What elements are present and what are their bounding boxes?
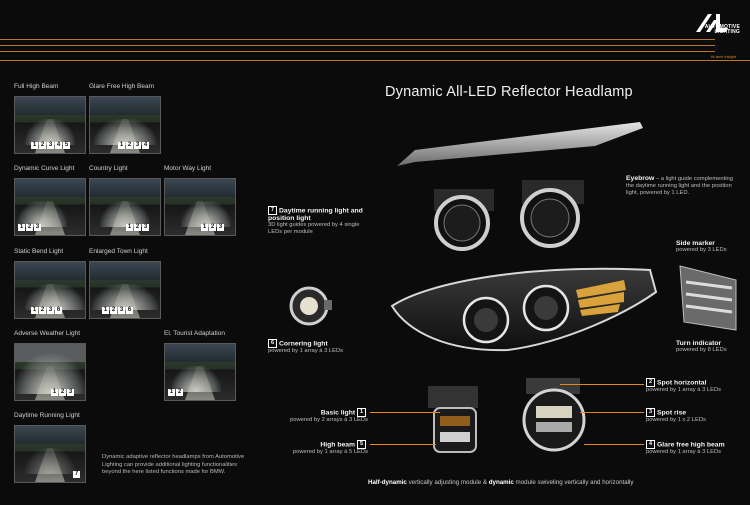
automotive-lighting-logo (696, 14, 728, 32)
headlamp-image (390, 267, 658, 352)
header-rule-4 (0, 60, 750, 61)
side-marker-callout: Side marker powered by 3 LEDs (676, 240, 746, 254)
brand-line-2: LIGHTING (714, 29, 740, 35)
spot-horizontal-number: 2 (646, 378, 655, 387)
turn-indicator-title: Turn indicator (676, 340, 722, 347)
half-dynamic-module-image (428, 386, 478, 453)
spot-rise-title: Spot rise (657, 409, 687, 417)
glare-free-number: 4 (646, 440, 655, 449)
header-rule-1 (0, 39, 715, 40)
cornering-number: 6 (268, 339, 277, 348)
function-numbers: 7 (73, 471, 80, 478)
eyebrow-text: – a light guide complementing the daytim… (626, 176, 733, 197)
function-label: Motor Way Light (164, 165, 212, 172)
high-beam-callout: High beam 5 powered by 1 array à 5 LEDs (264, 440, 368, 456)
basic-light-title: Basic light (320, 409, 356, 417)
glare-free-leader (584, 444, 644, 445)
function-label: Country Light (89, 165, 128, 172)
eyebrow-callout: Eyebrow – a light guide complementing th… (626, 175, 736, 198)
side-marker-image (679, 265, 737, 331)
drl-ring-module-image (520, 180, 584, 248)
function-label: Dynamic Curve Light (14, 165, 75, 172)
function-label: Static Bend Light (14, 248, 64, 255)
footnote: Dynamic adaptive reflector headlamps fro… (102, 454, 245, 475)
caption-bold-1: Half-dynamic (368, 479, 407, 486)
cornering-text: powered by 1 array à 3 LEDs (268, 348, 344, 354)
high-beam-leader (370, 444, 436, 445)
drl-text: 3D light guides powered by 4 single LEDs… (268, 222, 360, 236)
caption-text-2: module swiveling vertically and horizont… (513, 479, 634, 486)
function-label: Glare Free High Beam (89, 83, 155, 90)
spot-horizontal-leader (560, 384, 644, 385)
cornering-light-module-image (289, 286, 332, 326)
spot-horizontal-title: Spot horizontal (657, 379, 707, 387)
brand-tagline: Hi-tech insight (710, 54, 736, 59)
glare-free-text: powered by 1 array à 3 LEDs (646, 449, 722, 455)
drl-number: 7 (268, 206, 277, 215)
basic-light-text: powered by 2 arrays à 3 LEDs (290, 417, 368, 423)
eyebrow-light-guide-image (397, 122, 643, 166)
basic-light-callout: Basic light 1 powered by 2 arrays à 3 LE… (264, 408, 368, 424)
drl-ring-module-image (434, 189, 494, 251)
header-rule-3 (0, 51, 715, 52)
function-thumbnail: 7 (14, 425, 86, 483)
function-label: El. Tourist Adaptation (164, 330, 225, 337)
high-beam-number: 5 (357, 440, 366, 449)
dynamic-module-image (522, 378, 586, 452)
spot-rise-number: 3 (646, 408, 655, 417)
high-beam-title: High beam (320, 441, 356, 449)
function-label: Daytime Running Light (14, 412, 80, 419)
page-title: Dynamic All-LED Reflector Headlamp (385, 84, 633, 100)
side-marker-title: Side marker (676, 240, 715, 247)
spot-rise-text: powered by 1 x 2 LEDs (646, 417, 706, 423)
function-label: Full High Beam (14, 83, 59, 90)
turn-indicator-text: powered by 8 LEDs (676, 347, 727, 353)
turn-indicator-callout: Turn indicator powered by 8 LEDs (676, 340, 746, 354)
cornering-title: Cornering light (279, 340, 328, 348)
high-beam-text: powered by 1 array à 5 LEDs (292, 449, 368, 455)
drl-title: Daytime running light and position light (268, 207, 363, 222)
brand-line-1: AUTOMOTIVE (704, 24, 740, 30)
bottom-caption: Half-dynamic vertically adjusting module… (368, 479, 634, 486)
header-rule-2 (0, 45, 715, 46)
spot-horizontal-text: powered by 1 array à 3 LEDs (646, 387, 722, 393)
function-label: Enlarged Town Light (89, 248, 148, 255)
spot-rise-leader (580, 412, 644, 413)
eyebrow-title: Eyebrow (626, 175, 655, 182)
side-marker-text: powered by 3 LEDs (676, 247, 727, 253)
caption-bold-2: dynamic (488, 479, 514, 486)
caption-text-1: vertically adjusting module & (406, 479, 489, 486)
basic-light-number: 1 (357, 408, 366, 417)
function-label: Adverse Weather Light (14, 330, 80, 337)
brand-name: AUTOMOTIVE LIGHTING (705, 25, 740, 35)
basic-light-leader (370, 412, 440, 413)
glare-free-title: Glare free high beam (657, 441, 725, 449)
